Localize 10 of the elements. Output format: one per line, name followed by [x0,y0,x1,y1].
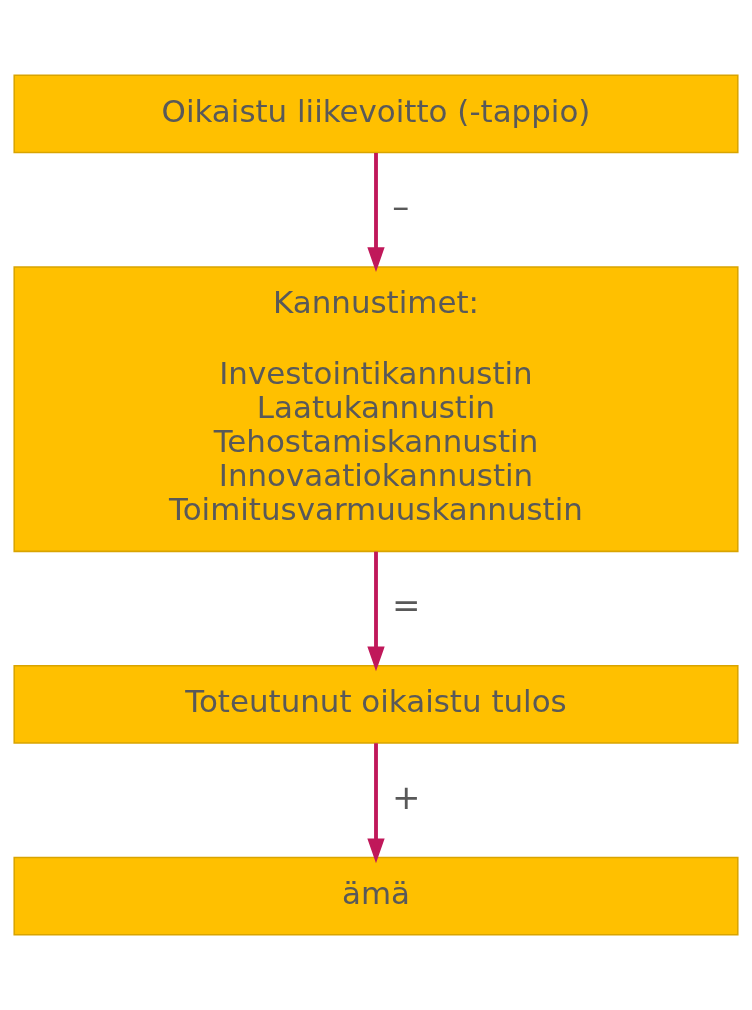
edge-label: – [392,186,410,227]
node-box: Toteutunut oikaistu tulos [13,665,739,744]
arrow [367,153,385,273]
node-box: Kannustimet: Investointikannustin Laatukannustin Tehostamiskannustin Innovaatiokannustin Toimitusvarmuuskannustin [13,266,739,553]
arrow [367,551,385,672]
arrow [367,743,385,864]
node-box: ämä [13,856,739,936]
node-box: Oikaistu liikevoitto (-tappio) [13,74,739,154]
edge-label: + [391,776,421,817]
edge-label: = [391,585,421,626]
